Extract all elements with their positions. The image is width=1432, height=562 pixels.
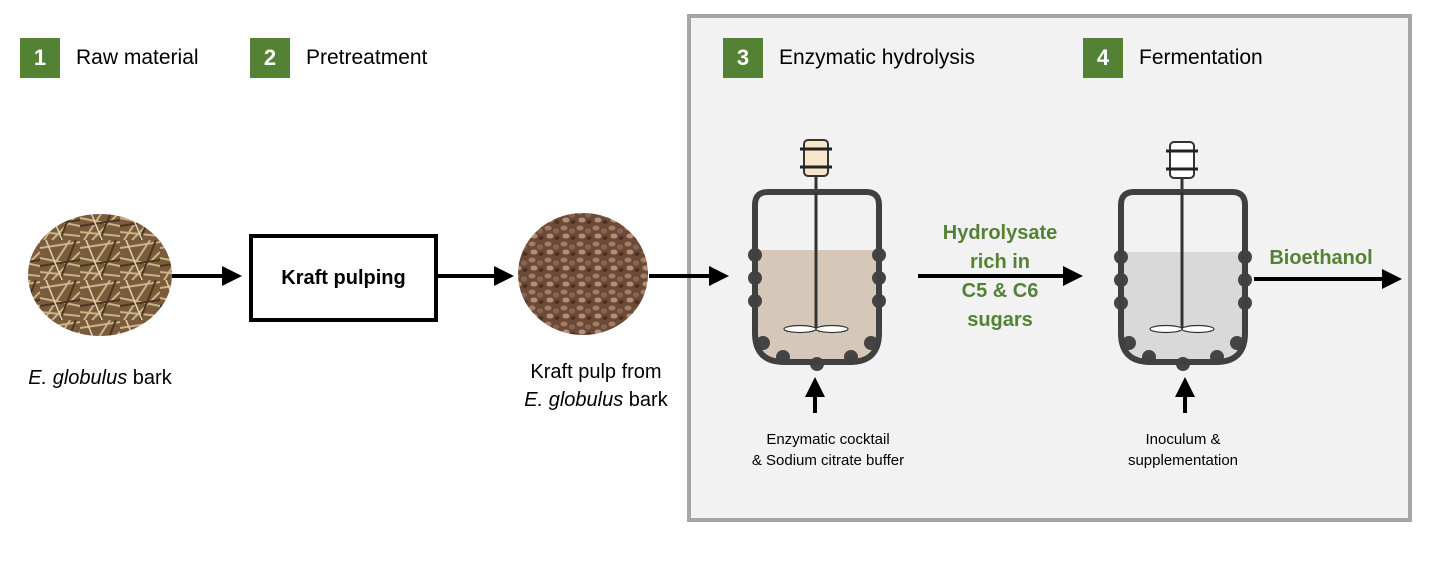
- fermentation-input-label: Inoculum & supplementation: [1093, 429, 1273, 471]
- step-enzymatic-hydrolysis: 3 Enzymatic hydrolysis: [723, 38, 975, 78]
- input-line: Inoculum &: [1145, 431, 1221, 448]
- hydrolysis-input-label: Enzymatic cocktail & Sodium citrate buff…: [718, 429, 938, 471]
- step-number: 3: [723, 38, 763, 78]
- species-name: E. globulus: [28, 367, 128, 389]
- hydrolysate-line: C5 & C6: [961, 280, 1039, 302]
- caption-suffix: bark: [127, 367, 172, 389]
- step-label: Raw material: [76, 46, 199, 69]
- step-fermentation: 4 Fermentation: [1083, 38, 1263, 78]
- fermentation-reactor: [1114, 141, 1252, 371]
- hydrolysate-line: sugars: [967, 309, 1033, 331]
- input-line: supplementation: [1127, 452, 1239, 469]
- step-pretreatment: 2 Pretreatment: [250, 38, 427, 78]
- step-number: 2: [250, 38, 290, 78]
- raw-material-caption: E. globulus bark: [10, 364, 190, 392]
- step-label: Pretreatment: [306, 46, 428, 69]
- kraft-pulp-caption: Kraft pulp from E. globulus bark: [486, 358, 706, 414]
- kraft-pulping-label: Kraft pulping: [281, 266, 406, 289]
- step-number: 4: [1083, 38, 1123, 78]
- hydrolysate-label: Hydrolysate rich in C5 & C6 sugars: [920, 219, 1080, 335]
- species-name: E. globulus: [524, 389, 624, 411]
- bark-image: [28, 214, 172, 336]
- kraft-pulp-image: [518, 213, 648, 335]
- caption-line: Kraft pulp from: [530, 361, 662, 383]
- bioethanol-label: Bioethanol: [1269, 247, 1373, 269]
- step-label: Enzymatic hydrolysis: [779, 46, 976, 69]
- kraft-pulping-box: Kraft pulping: [249, 234, 438, 322]
- input-line: Enzymatic cocktail: [766, 431, 890, 448]
- input-line: & Sodium citrate buffer: [751, 452, 905, 469]
- caption-suffix: bark: [623, 389, 668, 411]
- hydrolysis-reactor: [748, 139, 886, 371]
- step-number: 1: [20, 38, 60, 78]
- hydrolysate-line: rich in: [969, 251, 1030, 273]
- step-label: Fermentation: [1139, 46, 1263, 69]
- step-raw-material: 1 Raw material: [20, 38, 199, 78]
- hydrolysate-line: Hydrolysate: [942, 222, 1058, 244]
